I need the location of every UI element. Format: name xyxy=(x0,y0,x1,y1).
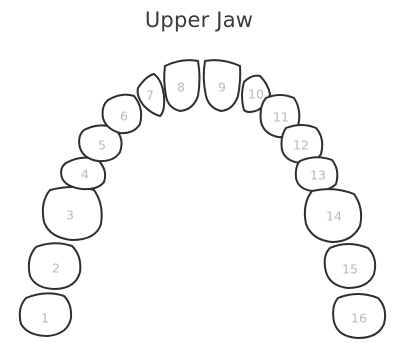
tooth-2[interactable]: 2 xyxy=(29,243,80,289)
tooth-3[interactable]: 3 xyxy=(43,187,102,240)
tooth-number-16: 16 xyxy=(351,311,367,326)
tooth-number-8: 8 xyxy=(177,80,185,95)
tooth-13[interactable]: 13 xyxy=(296,157,338,191)
tooth-16[interactable]: 16 xyxy=(333,294,385,338)
tooth-1[interactable]: 1 xyxy=(20,293,71,336)
tooth-number-11: 11 xyxy=(273,110,289,125)
tooth-14[interactable]: 14 xyxy=(305,189,361,242)
tooth-number-5: 5 xyxy=(98,138,106,153)
tooth-8[interactable]: 8 xyxy=(164,60,199,111)
tooth-number-3: 3 xyxy=(66,208,74,223)
tooth-number-7: 7 xyxy=(146,88,154,103)
tooth-6[interactable]: 6 xyxy=(103,95,142,133)
tooth-number-12: 12 xyxy=(293,138,309,153)
tooth-number-9: 9 xyxy=(218,80,226,95)
tooth-number-13: 13 xyxy=(310,168,326,183)
tooth-4[interactable]: 4 xyxy=(61,158,105,190)
tooth-number-1: 1 xyxy=(41,311,49,326)
tooth-number-15: 15 xyxy=(342,262,358,277)
tooth-number-10: 10 xyxy=(248,87,264,102)
tooth-15[interactable]: 15 xyxy=(325,244,375,288)
tooth-number-4: 4 xyxy=(81,167,89,182)
tooth-9[interactable]: 9 xyxy=(204,60,241,111)
tooth-number-14: 14 xyxy=(326,209,342,224)
tooth-number-2: 2 xyxy=(52,261,60,276)
tooth-number-6: 6 xyxy=(120,109,128,124)
